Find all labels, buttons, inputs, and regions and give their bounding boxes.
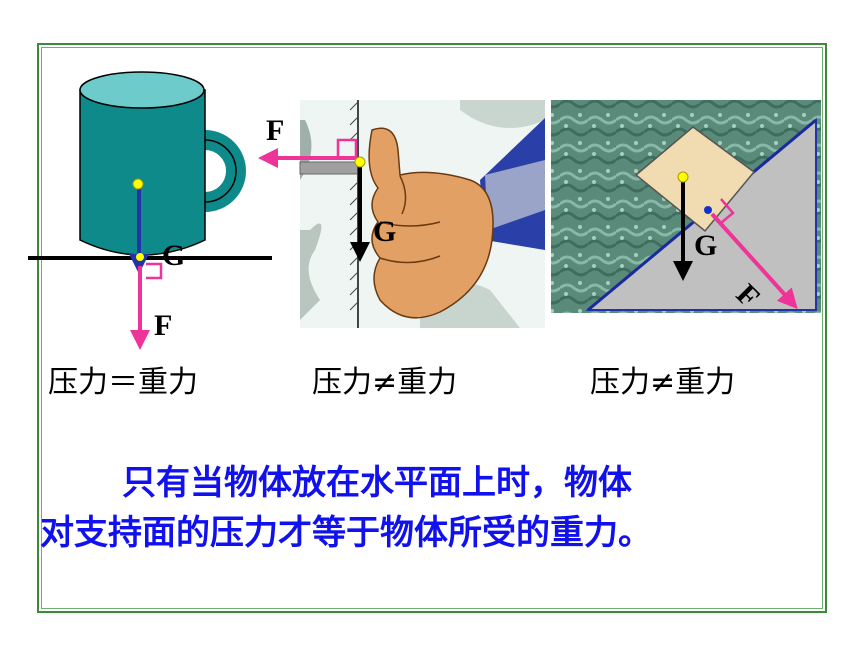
cup-handle [204, 130, 246, 212]
incline-right-angle-mark [720, 198, 735, 224]
slide-frame [37, 43, 827, 613]
hand [368, 127, 494, 319]
incline-contact-dot [704, 206, 712, 214]
cup-right-angle-mark [146, 262, 163, 280]
cup-center-dot [132, 178, 144, 190]
cup-body [79, 89, 206, 256]
cup-caption: 压力＝重力 [48, 365, 198, 400]
cup-scene [28, 71, 272, 350]
conclusion-statement: 只有当物体放在水平面上时，物体 对支持面的压力才等于物体所受的重力。 [40, 458, 820, 558]
wall-caption: 压力≠重力 [312, 365, 458, 400]
wall-scene [258, 100, 545, 328]
conclusion-line-2: 对支持面的压力才等于物体所受的重力。 [40, 513, 652, 553]
cup-contact-dot [136, 253, 144, 261]
incline-gravity-label: G [694, 229, 717, 262]
wall-center-dot [354, 156, 366, 168]
wall-gravity-label: G [373, 215, 396, 248]
incline-scene [551, 100, 821, 313]
cup-gravity-label: G [162, 239, 185, 272]
wall-ledge [299, 161, 359, 175]
slide-frame-inner [41, 47, 823, 609]
wall-force-label: F [266, 114, 284, 147]
cup-handle-outline [204, 139, 237, 203]
incline-center-dot [677, 171, 689, 183]
cup-force-label: F [154, 309, 172, 342]
incline-pressure-arrow [710, 212, 798, 309]
conclusion-line-1: 只有当物体放在水平面上时，物体 [122, 463, 632, 503]
incline-caption: 压力≠重力 [590, 365, 736, 400]
cup-rim [79, 71, 205, 109]
